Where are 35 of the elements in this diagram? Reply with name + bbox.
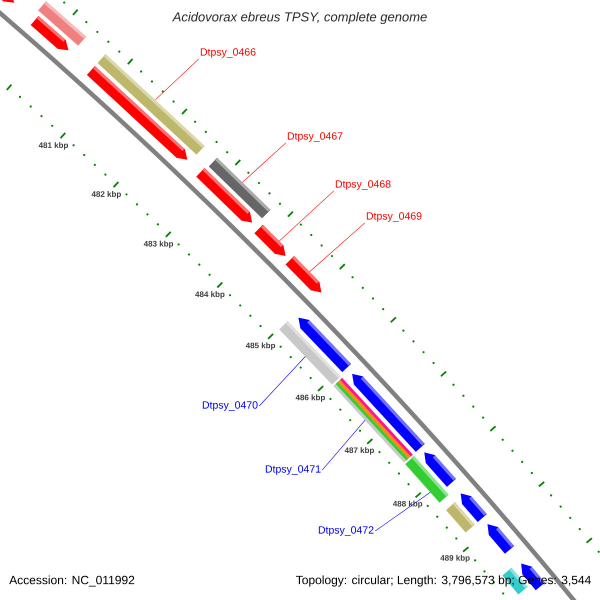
gene-pentagon — [424, 452, 456, 487]
gene-label: Dtpsy_0468 — [336, 180, 391, 190]
leader-line — [322, 420, 366, 470]
gene-pentagon — [298, 318, 352, 372]
leader-line — [155, 58, 200, 100]
accession-label: Accession: NC_011992 — [9, 575, 134, 587]
gene-label: Dtpsy_0467 — [288, 132, 342, 142]
leader-line — [278, 190, 334, 242]
scale-label: 486 kbp — [296, 394, 325, 402]
gene-pentagon — [0, 0, 14, 3]
gene-bar — [208, 158, 271, 218]
gene-bar — [446, 502, 475, 532]
gene-pentagon — [254, 224, 286, 256]
gene-label: Dtpsy_0466 — [200, 48, 256, 58]
scale-label: 489 kbp — [440, 554, 470, 562]
scale-label: 484 kbp — [195, 291, 225, 299]
gene-pentagon — [30, 16, 68, 50]
gene-label: Dtpsy_0470 — [202, 401, 258, 411]
scale-label: 482 kbp — [92, 191, 121, 198]
gene-label: Dtpsy_0469 — [366, 212, 422, 222]
gene-label: Dtpsy_0471 — [266, 465, 320, 475]
scale-label: 481 kbp — [38, 142, 68, 150]
leader-line — [258, 356, 306, 406]
leader-line — [242, 142, 286, 183]
gene-pentagon — [487, 524, 514, 554]
scale-label: 485 kbp — [246, 342, 276, 350]
gene-pentagon — [286, 256, 322, 292]
leader-line — [374, 492, 431, 532]
title: Acidovorax ebreus TPSY, complete genome — [172, 12, 427, 24]
gene-pentagon — [86, 66, 188, 160]
leader-line — [309, 222, 366, 272]
scale-label: 487 kbp — [344, 447, 374, 455]
gene-label: Dtpsy_0472 — [318, 526, 374, 536]
gene-bar — [333, 378, 413, 463]
scale-label: 483 kbp — [144, 240, 174, 248]
